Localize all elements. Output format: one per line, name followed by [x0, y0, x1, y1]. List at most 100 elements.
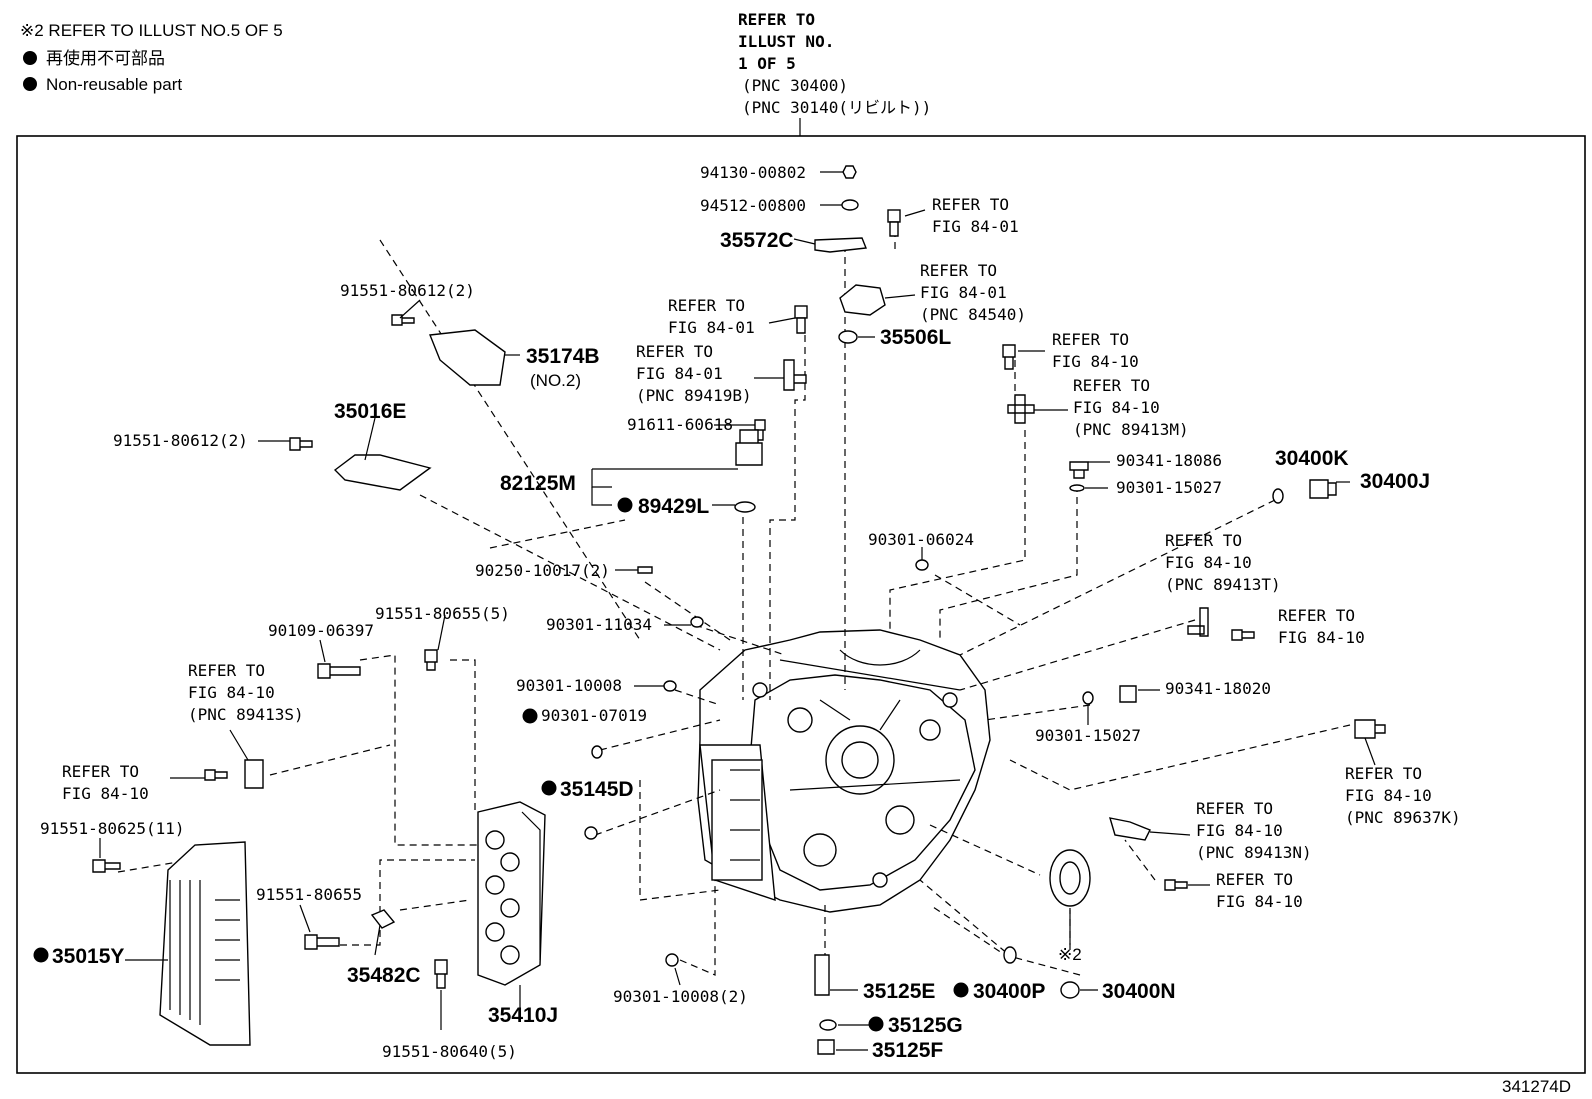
label-refer-fig8401-a1: REFER TO: [932, 195, 1009, 214]
label-91551-80655-a: 91551-80655(5): [375, 604, 510, 623]
non-reusable-markers: [33, 497, 969, 1032]
small-parts: [92, 165, 1386, 1055]
label-refer-fig8410-b2: FIG 84-10: [1278, 628, 1365, 647]
label-refer-89637k-2: FIG 84-10: [1345, 786, 1432, 805]
label-refer-89637k-3: (PNC 89637K): [1345, 808, 1461, 827]
label-35174B-no2: (NO.2): [530, 371, 581, 390]
label-94130-00802: 94130-00802: [700, 163, 806, 182]
label-refer-89419b-3: (PNC 89419B): [636, 386, 752, 405]
label-90301-07019: 90301-07019: [541, 706, 647, 725]
label-91611-60618: 91611-60618: [627, 415, 733, 434]
transmission-case-drawing: [697, 629, 991, 913]
label-90341-18020: 90341-18020: [1165, 679, 1271, 698]
label-refer-89413m-3: (PNC 89413M): [1073, 420, 1189, 439]
legend-non-reusable-en: Non-reusable part: [46, 75, 182, 94]
label-35125G: 35125G: [888, 1014, 963, 1037]
label-35482C: 35482C: [347, 964, 421, 987]
label-35015Y: 35015Y: [52, 945, 124, 968]
label-90301-11034: 90301-11034: [546, 615, 652, 634]
label-refer-89413n-3: (PNC 89413N): [1196, 843, 1312, 862]
non-reusable-bullet-icon: [617, 497, 633, 513]
label-35145D: 35145D: [560, 778, 634, 801]
label-refer-fig8410-b1: REFER TO: [1278, 606, 1355, 625]
label-refer-84540-3: (PNC 84540): [920, 305, 1026, 324]
label-refer-fig8410-c1: REFER TO: [62, 762, 139, 781]
label-refer-89413s-3: (PNC 89413S): [188, 705, 304, 724]
top-ref-line1: REFER TO: [738, 10, 815, 29]
label-refer-fig8410-a1: REFER TO: [1052, 330, 1129, 349]
label-30400J: 30400J: [1360, 470, 1430, 493]
callout-labels: 94130-00802 94512-00800 35572C REFER TO …: [40, 163, 1461, 1062]
guide-lines: [117, 230, 1351, 976]
ecu-drawing: [159, 841, 251, 1046]
non-reusable-bullet-icon: [522, 708, 538, 724]
label-refer-fig8401-b2: FIG 84-01: [668, 318, 755, 337]
label-90341-18086: 90341-18086: [1116, 451, 1222, 470]
label-91551-80612-a: 91551-80612(2): [340, 281, 475, 300]
label-30400K: 30400K: [1275, 447, 1349, 470]
label-refer-fig8410-c2: FIG 84-10: [62, 784, 149, 803]
label-refer-fig8410-d1: REFER TO: [1216, 870, 1293, 889]
top-ref-line4: (PNC 30400): [742, 76, 848, 95]
label-35016E: 35016E: [334, 400, 406, 423]
top-reference: REFER TO ILLUST NO. 1 OF 5 (PNC 30400) (…: [738, 10, 931, 117]
non-reusable-bullet-icon: [541, 780, 557, 796]
top-ref-line3: 1 OF 5: [738, 54, 796, 73]
non-reusable-bullet-icon: [868, 1016, 884, 1032]
label-refer-89413s-2: FIG 84-10: [188, 683, 275, 702]
label-refer-89637k-1: REFER TO: [1345, 764, 1422, 783]
label-35410J: 35410J: [488, 1004, 558, 1027]
label-82125M: 82125M: [500, 472, 576, 495]
legend-note-refer: ※2 REFER TO ILLUST NO.5 OF 5: [20, 21, 283, 40]
legend-non-reusable-jp: 再使用不可部品: [46, 48, 165, 68]
label-90301-06024: 90301-06024: [868, 530, 974, 549]
label-91551-80625: 91551-80625(11): [40, 819, 185, 838]
label-30400P: 30400P: [973, 980, 1045, 1003]
label-90250-10017: 90250-10017(2): [475, 561, 610, 580]
label-refer-89413n-2: FIG 84-10: [1196, 821, 1283, 840]
label-refer-fig8410-a2: FIG 84-10: [1052, 352, 1139, 371]
label-refer-fig8401-b1: REFER TO: [668, 296, 745, 315]
label-refer-89419b-2: FIG 84-01: [636, 364, 723, 383]
label-refer-89413n-1: REFER TO: [1196, 799, 1273, 818]
label-90301-15027-b: 90301-15027: [1035, 726, 1141, 745]
diagram-id: 341274D: [1502, 1077, 1571, 1096]
label-refer-89413t-3: (PNC 89413T): [1165, 575, 1281, 594]
leader-lines: [99, 171, 1376, 1051]
label-refer-89413s-1: REFER TO: [188, 661, 265, 680]
label-refer-fig8410-d2: FIG 84-10: [1216, 892, 1303, 911]
non-reusable-bullet-icon: [23, 51, 37, 65]
label-refer-fig8401-a2: FIG 84-01: [932, 217, 1019, 236]
label-35174B: 35174B: [526, 345, 600, 368]
label-90109-06397: 90109-06397: [268, 621, 374, 640]
label-35572C: 35572C: [720, 229, 794, 252]
valve-body-drawing: [477, 801, 546, 986]
non-reusable-bullet-icon: [953, 982, 969, 998]
non-reusable-bullet-icon: [33, 947, 49, 963]
label-refer-89413m-1: REFER TO: [1073, 376, 1150, 395]
label-refer-84540-2: FIG 84-01: [920, 283, 1007, 302]
label-91551-80640: 91551-80640(5): [382, 1042, 517, 1061]
label-refer-89419b-1: REFER TO: [636, 342, 713, 361]
non-reusable-bullet-icon: [23, 77, 37, 91]
label-35506L: 35506L: [880, 326, 951, 349]
label-94512-00800: 94512-00800: [700, 196, 806, 215]
top-ref-line2: ILLUST NO.: [738, 32, 834, 51]
label-refer-89413m-2: FIG 84-10: [1073, 398, 1160, 417]
label-90301-15027-a: 90301-15027: [1116, 478, 1222, 497]
diagram-frame: [16, 135, 1586, 1074]
label-30400N: 30400N: [1102, 980, 1176, 1003]
label-35125F: 35125F: [872, 1039, 943, 1062]
top-ref-line5: (PNC 30140(リビルト)): [742, 98, 931, 117]
label-89429L: 89429L: [638, 495, 709, 518]
label-91551-80612-b: 91551-80612(2): [113, 431, 248, 450]
label-refer-89413t-1: REFER TO: [1165, 531, 1242, 550]
label-refer-89413t-2: FIG 84-10: [1165, 553, 1252, 572]
label-note2: ※2: [1058, 945, 1082, 964]
label-91551-80655-b: 91551-80655: [256, 885, 362, 904]
label-35125E: 35125E: [863, 980, 935, 1003]
label-90301-10008-a: 90301-10008: [516, 676, 622, 695]
label-90301-10008-b: 90301-10008(2): [613, 987, 748, 1006]
label-refer-84540-1: REFER TO: [920, 261, 997, 280]
